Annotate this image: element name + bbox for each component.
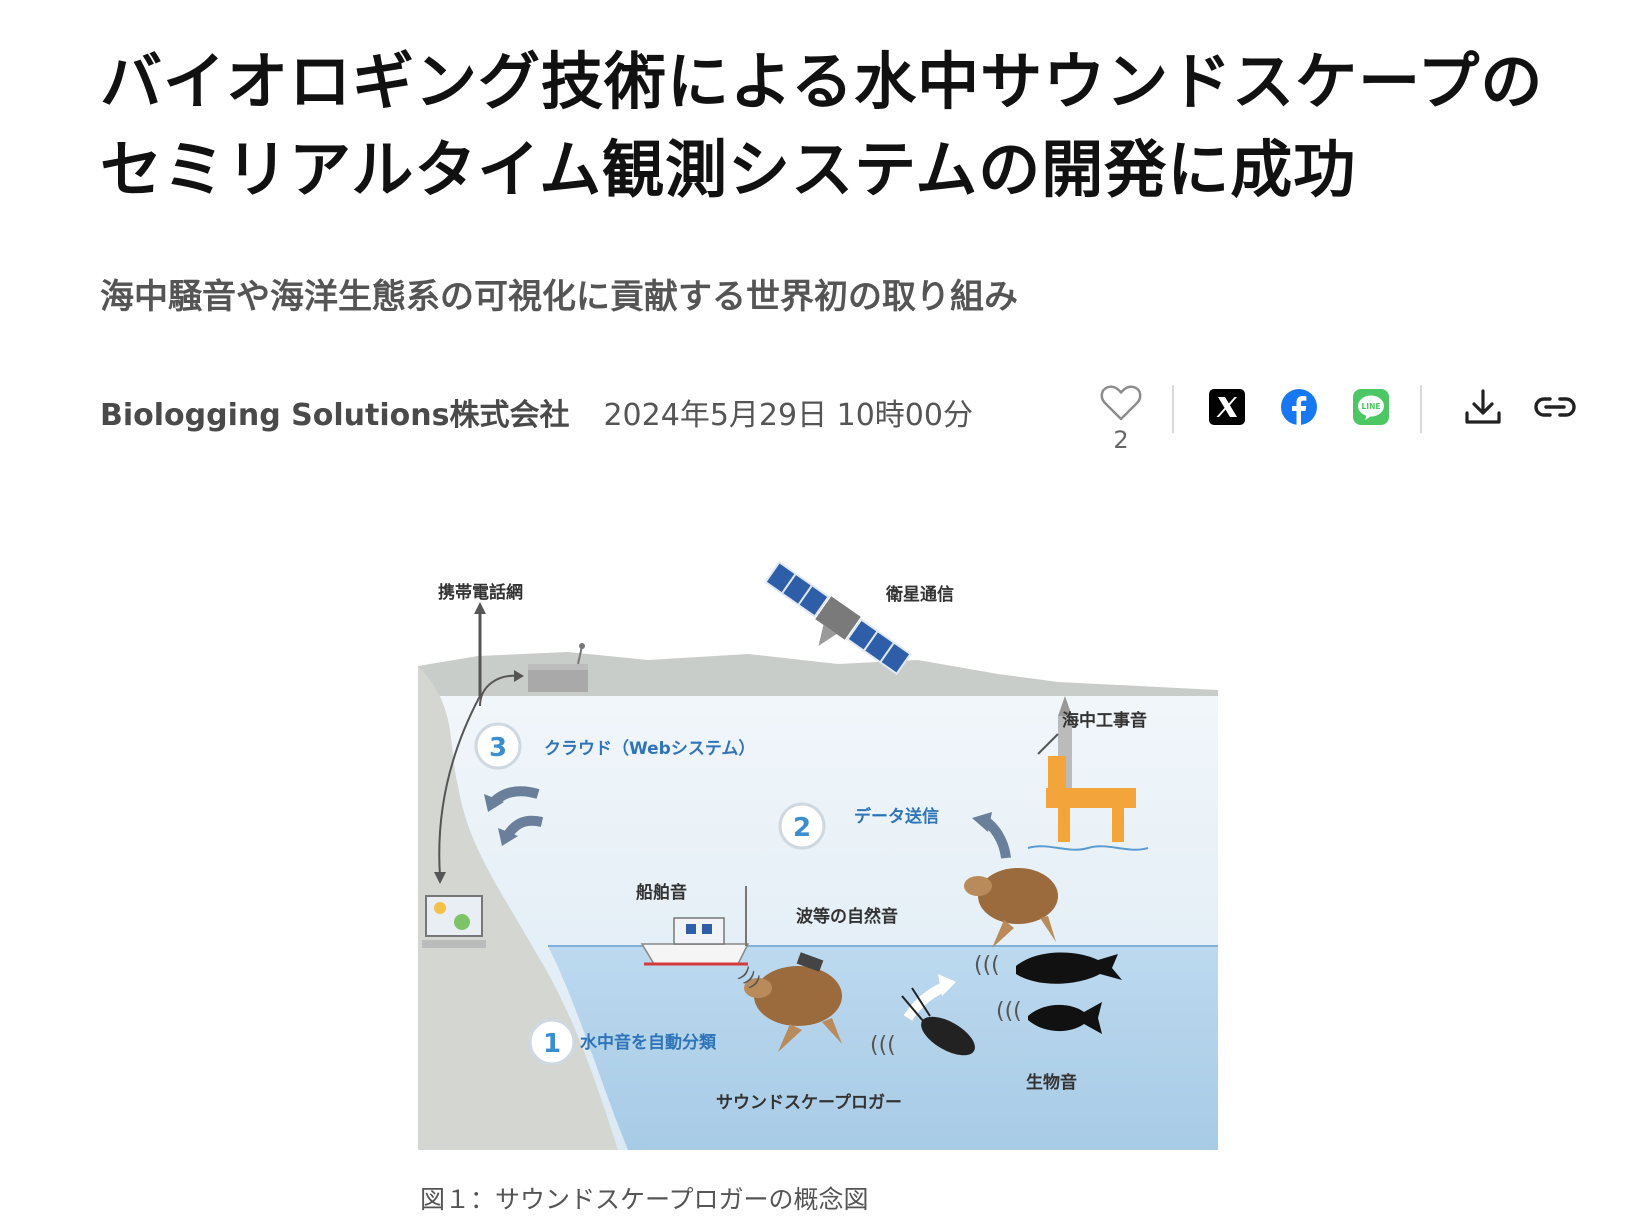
company-name[interactable]: Biologging Solutions株式会社 bbox=[100, 398, 570, 433]
publish-date: 2024年5月29日 10時00分 bbox=[603, 398, 973, 433]
cell-tower-icon bbox=[474, 602, 486, 696]
svg-text:1: 1 bbox=[543, 1029, 561, 1059]
logger-label: サウンドスケープロガー bbox=[716, 1092, 902, 1113]
like-count: 2 bbox=[1113, 426, 1129, 454]
article-subtitle: 海中騒音や海洋生態系の可視化に貢献する世界初の取り組み bbox=[100, 277, 1018, 317]
base-station-icon bbox=[528, 643, 588, 692]
cell-network-label: 携帯電話網 bbox=[438, 582, 523, 603]
lobster-icon bbox=[901, 987, 975, 1056]
article-meta: Biologging Solutions株式会社 2024年5月29日 10時00… bbox=[100, 396, 973, 436]
article-title: バイオロギング技術による水中サウンドスケープの セミリアルタイム観測システムの開… bbox=[100, 38, 1580, 214]
link-icon bbox=[1534, 397, 1576, 417]
fish-icon bbox=[1028, 1002, 1102, 1034]
offshore-platform-icon bbox=[1027, 696, 1149, 851]
turtle-icon bbox=[744, 952, 842, 1052]
step-2-badge: 2 bbox=[778, 802, 826, 850]
auto-classify-label: 水中音を自動分類 bbox=[580, 1032, 717, 1053]
satellite-icon bbox=[764, 560, 912, 676]
facebook-icon bbox=[1281, 389, 1317, 425]
download-button[interactable] bbox=[1462, 386, 1504, 428]
title-line-2: セミリアルタイム観測システムの開発に成功 bbox=[100, 133, 1357, 206]
data-transmission-label: データ送信 bbox=[854, 806, 939, 827]
divider bbox=[1420, 385, 1422, 433]
download-icon bbox=[1465, 389, 1501, 424]
copy-link-button[interactable] bbox=[1532, 386, 1578, 428]
turtle-icon bbox=[964, 868, 1058, 948]
cloud-label: クラウド（Webシステム） bbox=[544, 738, 755, 759]
figure-caption: 図１：サウンドスケープロガーの概念図 bbox=[420, 1185, 869, 1214]
satellite-label: 衛星通信 bbox=[885, 584, 954, 605]
step-3-badge: 3 bbox=[474, 722, 522, 770]
divider bbox=[1172, 385, 1174, 433]
ship-icon bbox=[640, 886, 750, 966]
share-line-button[interactable]: LINE bbox=[1352, 388, 1390, 426]
svg-text:3: 3 bbox=[489, 733, 507, 763]
ship-noise-label: 船舶音 bbox=[636, 882, 687, 903]
whale-icon bbox=[1016, 952, 1122, 984]
step-1-badge: 1 bbox=[528, 1018, 576, 1066]
heart-icon bbox=[1100, 385, 1142, 421]
sea-area bbox=[548, 946, 1218, 1150]
computer-icon bbox=[422, 895, 486, 948]
distant-hill bbox=[418, 652, 1218, 696]
title-line-1: バイオロギング技術による水中サウンドスケープの bbox=[100, 45, 1544, 118]
construction-noise-label: 海中工事音 bbox=[1062, 710, 1147, 731]
like-button[interactable]: 2 bbox=[1098, 384, 1144, 464]
share-facebook-button[interactable] bbox=[1280, 388, 1318, 426]
concept-diagram: ((( ((( ((( ))) 3 2 1 携帯電話網 衛星通信 海中工事音 ク… bbox=[418, 556, 1218, 1150]
share-x-button[interactable] bbox=[1208, 388, 1246, 426]
sound-wave-icon: ((( bbox=[974, 953, 1000, 978]
svg-text:LINE: LINE bbox=[1362, 402, 1381, 411]
natural-noise-label: 波等の自然音 bbox=[796, 906, 898, 927]
svg-text:2: 2 bbox=[793, 813, 811, 843]
sound-wave-icon: ((( bbox=[996, 999, 1022, 1024]
sound-wave-icon: ((( bbox=[870, 1033, 896, 1058]
biological-sound-label: 生物音 bbox=[1026, 1072, 1077, 1093]
line-icon: LINE bbox=[1353, 389, 1389, 425]
x-icon bbox=[1209, 389, 1245, 425]
